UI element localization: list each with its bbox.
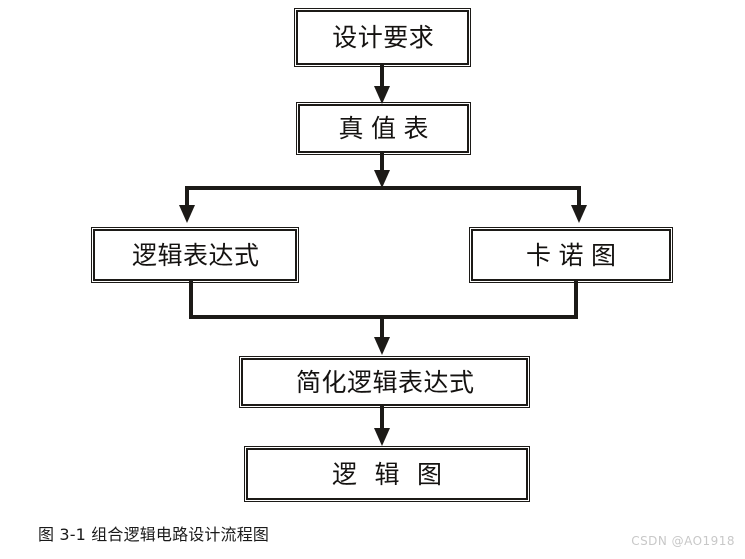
connector-design-to-truthtable [380, 64, 384, 88]
csdn-watermark: CSDN @AO1918 [631, 534, 735, 548]
connector-simplified-to-logicdiagram [380, 406, 384, 430]
arrowhead-merge-to-simplified [374, 337, 390, 355]
connector-branch-to-karnaugh [577, 186, 581, 208]
connector-branch-to-logicexpr [185, 186, 189, 208]
connector-karnaugh-to-merge [574, 281, 578, 319]
flowchart-node-simplified-logic-expression: 简化逻辑表达式 [239, 356, 530, 408]
arrowhead-simplified-to-logicdiagram [374, 428, 390, 446]
flowchart-node-truth-table: 真值表 [296, 102, 471, 155]
node-label-logic-diagram: 逻辑图 [331, 459, 460, 489]
arrowhead-truthtable-to-branch [374, 170, 390, 188]
node-label-truth-table: 真值表 [338, 114, 436, 143]
flowchart-node-logic-diagram: 逻辑图 [244, 446, 530, 502]
connector-branch-bar [185, 186, 581, 190]
arrowhead-design-to-truthtable [374, 86, 390, 104]
flowchart-node-logic-expression: 逻辑表达式 [91, 227, 299, 283]
node-label-logic-expression: 逻辑表达式 [131, 240, 260, 270]
arrowhead-branch-to-karnaugh [571, 205, 587, 223]
node-label-karnaugh-map: 卡诺图 [525, 240, 624, 270]
flowchart-node-design-requirements: 设计要求 [294, 8, 471, 67]
connector-logicexpr-to-merge [189, 281, 193, 319]
arrowhead-branch-to-logicexpr [179, 205, 195, 223]
flowchart-node-karnaugh-map: 卡诺图 [469, 227, 673, 283]
node-label-simplified-logic-expression: 简化逻辑表达式 [295, 367, 475, 397]
node-label-design-requirements: 设计要求 [332, 23, 435, 52]
connector-merge-to-simplified [380, 315, 384, 339]
connector-truthtable-to-branch [380, 152, 384, 174]
figure-caption: 图 3-1 组合逻辑电路设计流程图 [38, 525, 270, 544]
